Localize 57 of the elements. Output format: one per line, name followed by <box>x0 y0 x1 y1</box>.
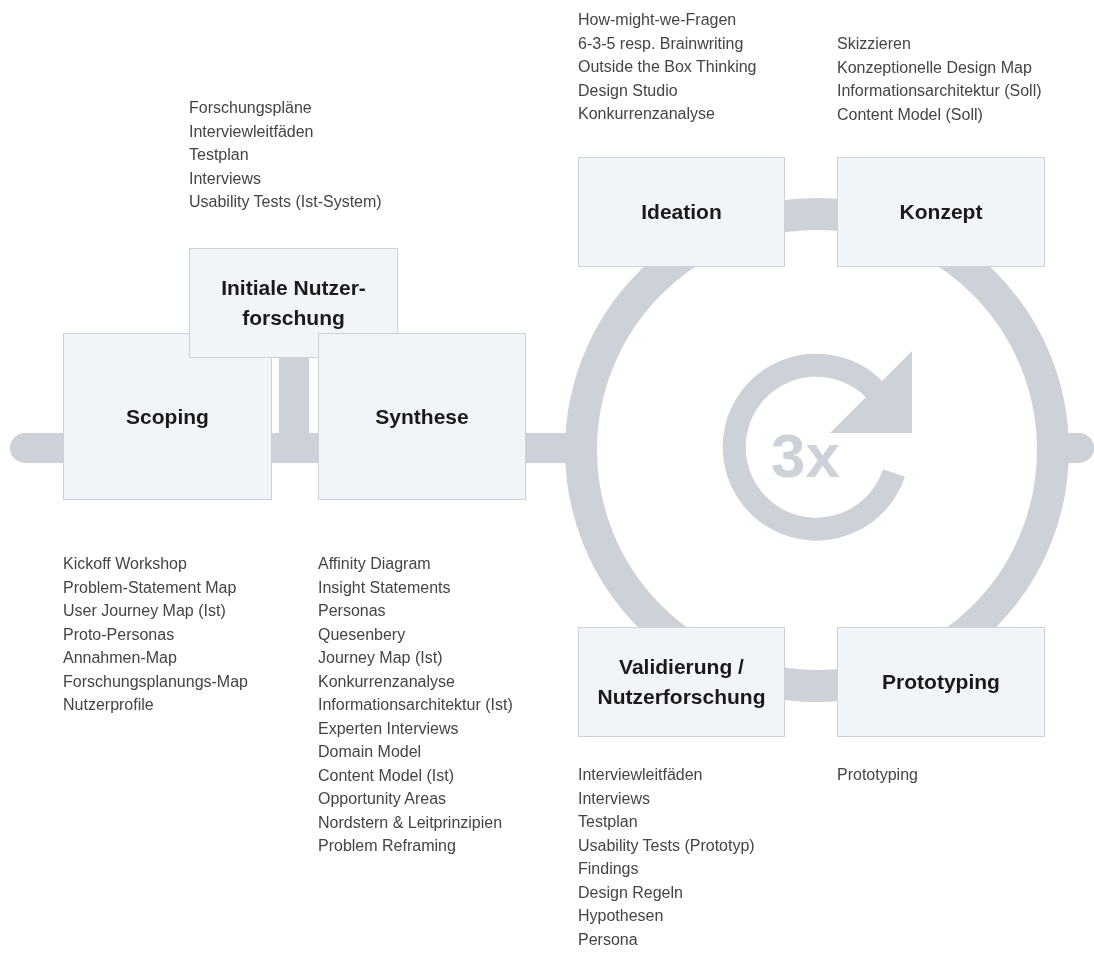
method-item: Affinity Diagram <box>318 554 432 574</box>
method-item: Experten Interviews <box>318 718 460 739</box>
method-item: Annahmen-Map <box>63 648 178 668</box>
method-item: Content Model (Soll) <box>837 104 984 125</box>
method-item: Skizzieren <box>837 34 912 54</box>
method-item: Informationsarchitektur (Soll) <box>837 81 1042 101</box>
method-item: Testplan <box>578 812 639 832</box>
method-item: Interviewleitfäden <box>189 121 315 142</box>
method-item: Usability Tests (Ist-System) <box>189 192 382 212</box>
phase-title: Prototyping <box>882 669 1000 695</box>
method-item: Interviews <box>189 168 263 189</box>
method-item: Findings <box>578 859 640 879</box>
method-item: Nutzerprofile <box>63 695 155 715</box>
method-item: Konzeptionelle Design Map <box>837 57 1033 78</box>
method-item: User Journey Map (Ist) <box>63 601 227 621</box>
method-item: Konkurrenzanalyse <box>318 671 456 692</box>
method-item: Domain Model <box>318 742 423 762</box>
phase-box <box>63 333 272 500</box>
phase-title: Validierung / Nutzerforschung <box>596 654 767 710</box>
phase-title: Synthese <box>375 403 469 430</box>
method-item: Kickoff Workshop <box>63 554 188 574</box>
method-item: Opportunity Areas <box>318 789 448 809</box>
method-item: Usability Tests (Prototyp) <box>578 835 755 856</box>
phase-title: Scoping <box>126 403 209 430</box>
method-item: Quesenbery <box>318 624 407 645</box>
method-item: Konkurrenzanalyse <box>578 104 716 124</box>
method-item: Content Model (Ist) <box>318 765 456 786</box>
method-item: Hypothesen <box>578 906 665 926</box>
phase-title: Initiale Nutzer-forschung <box>220 275 367 331</box>
method-item: Interviewleitfäden <box>578 765 704 785</box>
method-item: Problem Reframing <box>318 836 457 856</box>
phase-box <box>578 157 785 267</box>
method-item: Informationsarchitektur (Ist) <box>318 695 513 715</box>
method-item: Outside the Box Thinking <box>578 57 757 77</box>
method-item: Prototyping <box>837 765 918 785</box>
phase-box <box>318 333 526 500</box>
method-item: Forschungsplanungs-Map <box>63 671 248 692</box>
phase-box <box>837 627 1045 737</box>
method-item: Testplan <box>189 145 250 165</box>
method-item: Proto-Personas <box>63 624 176 645</box>
method-item: Persona <box>578 929 639 950</box>
method-item: Design Regeln <box>578 882 684 903</box>
method-item: Problem-Statement Map <box>63 577 238 598</box>
method-item: 6-3-5 resp. Brainwriting <box>578 33 745 54</box>
method-item: Forschungspläne <box>189 98 313 118</box>
method-item: Interviews <box>578 788 652 809</box>
method-item: Nordstern & Leitprinzipien <box>318 812 504 833</box>
phase-title: Ideation <box>641 199 722 225</box>
phase-box <box>578 627 785 737</box>
method-item: Insight Statements <box>318 577 452 598</box>
method-item: Design Studio <box>578 80 679 101</box>
method-item: How-might-we-Fragen <box>578 10 738 30</box>
phase-box <box>837 157 1045 267</box>
method-item: Journey Map (Ist) <box>318 648 444 668</box>
method-item: Personas <box>318 601 387 621</box>
phase-title: Konzept <box>899 199 983 225</box>
phase-box <box>189 248 398 358</box>
